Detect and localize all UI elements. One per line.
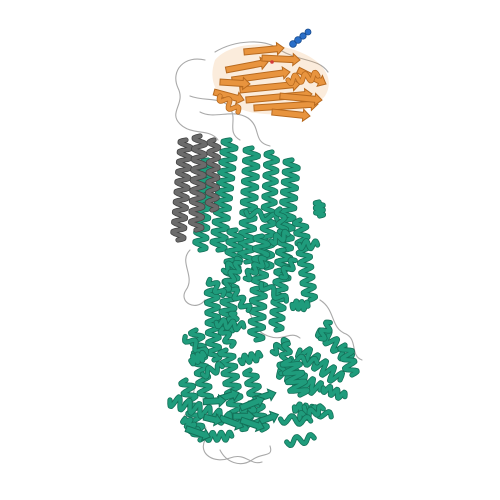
green-fragment [279,257,297,280]
loop-top-left [175,58,219,141]
green-fragment [218,326,236,348]
ligand-atom [289,40,297,48]
green-strand [202,412,223,427]
main-chain-ribbon [167,137,360,448]
green-strand [239,416,265,433]
orange-strand [219,76,251,91]
green-strand [184,425,212,442]
orange-strand [243,41,285,56]
green-fragment [269,229,290,246]
green-fragment [293,404,326,424]
ligand-atom [304,28,312,36]
green-fragment [244,208,279,222]
green-fragment [243,255,267,282]
orange-strand [271,108,311,123]
green-fragment [277,342,293,376]
green-fragment [290,299,310,312]
green-fragment [313,200,326,218]
green-strand [238,394,265,412]
green-helix [269,248,291,332]
green-fragment [189,350,207,366]
green-fragment [182,334,208,357]
left-helix-bundle [170,133,222,243]
orange-strand [231,65,291,84]
green-fragment [274,207,289,236]
orange-helix [286,70,320,86]
green-fragment [259,282,289,303]
orange-helix [217,94,241,114]
grey-helix [188,134,208,232]
green-helix [210,138,238,252]
green-fragment [284,432,316,448]
orange-strand [279,92,323,107]
green-fragment [200,361,224,379]
loop-bottom [202,439,263,464]
green-helix [237,146,261,264]
green-fragment [297,239,320,251]
green-fragment [214,317,246,332]
green-fragment [270,337,290,356]
loop-left-mid [183,249,206,306]
grey-helix [171,138,193,242]
green-fragment [222,260,242,292]
green-fragment [226,283,252,313]
loop-neck [199,111,271,147]
ligand-atom [294,36,302,44]
green-helix [295,347,345,383]
grey-helix [205,138,221,212]
top-domain-sheet [212,41,329,123]
green-fragment [238,350,263,366]
ligand-accent [270,60,274,64]
green-helix [204,288,222,362]
green-curl [280,358,310,397]
loop-bottom-2 [219,445,272,465]
loop-right [319,299,363,361]
orange-strand [239,77,301,94]
green-fragment [318,320,333,341]
green-fragment [206,277,227,298]
green-fragment [321,384,347,400]
ligand-atom [299,32,307,40]
green-fragment [278,414,313,426]
green-curl [338,343,359,377]
orange-strand [261,52,301,67]
bound-ligand [270,28,312,64]
green-helix [292,218,318,302]
green-fragment [204,430,234,443]
green-strand [202,393,227,408]
